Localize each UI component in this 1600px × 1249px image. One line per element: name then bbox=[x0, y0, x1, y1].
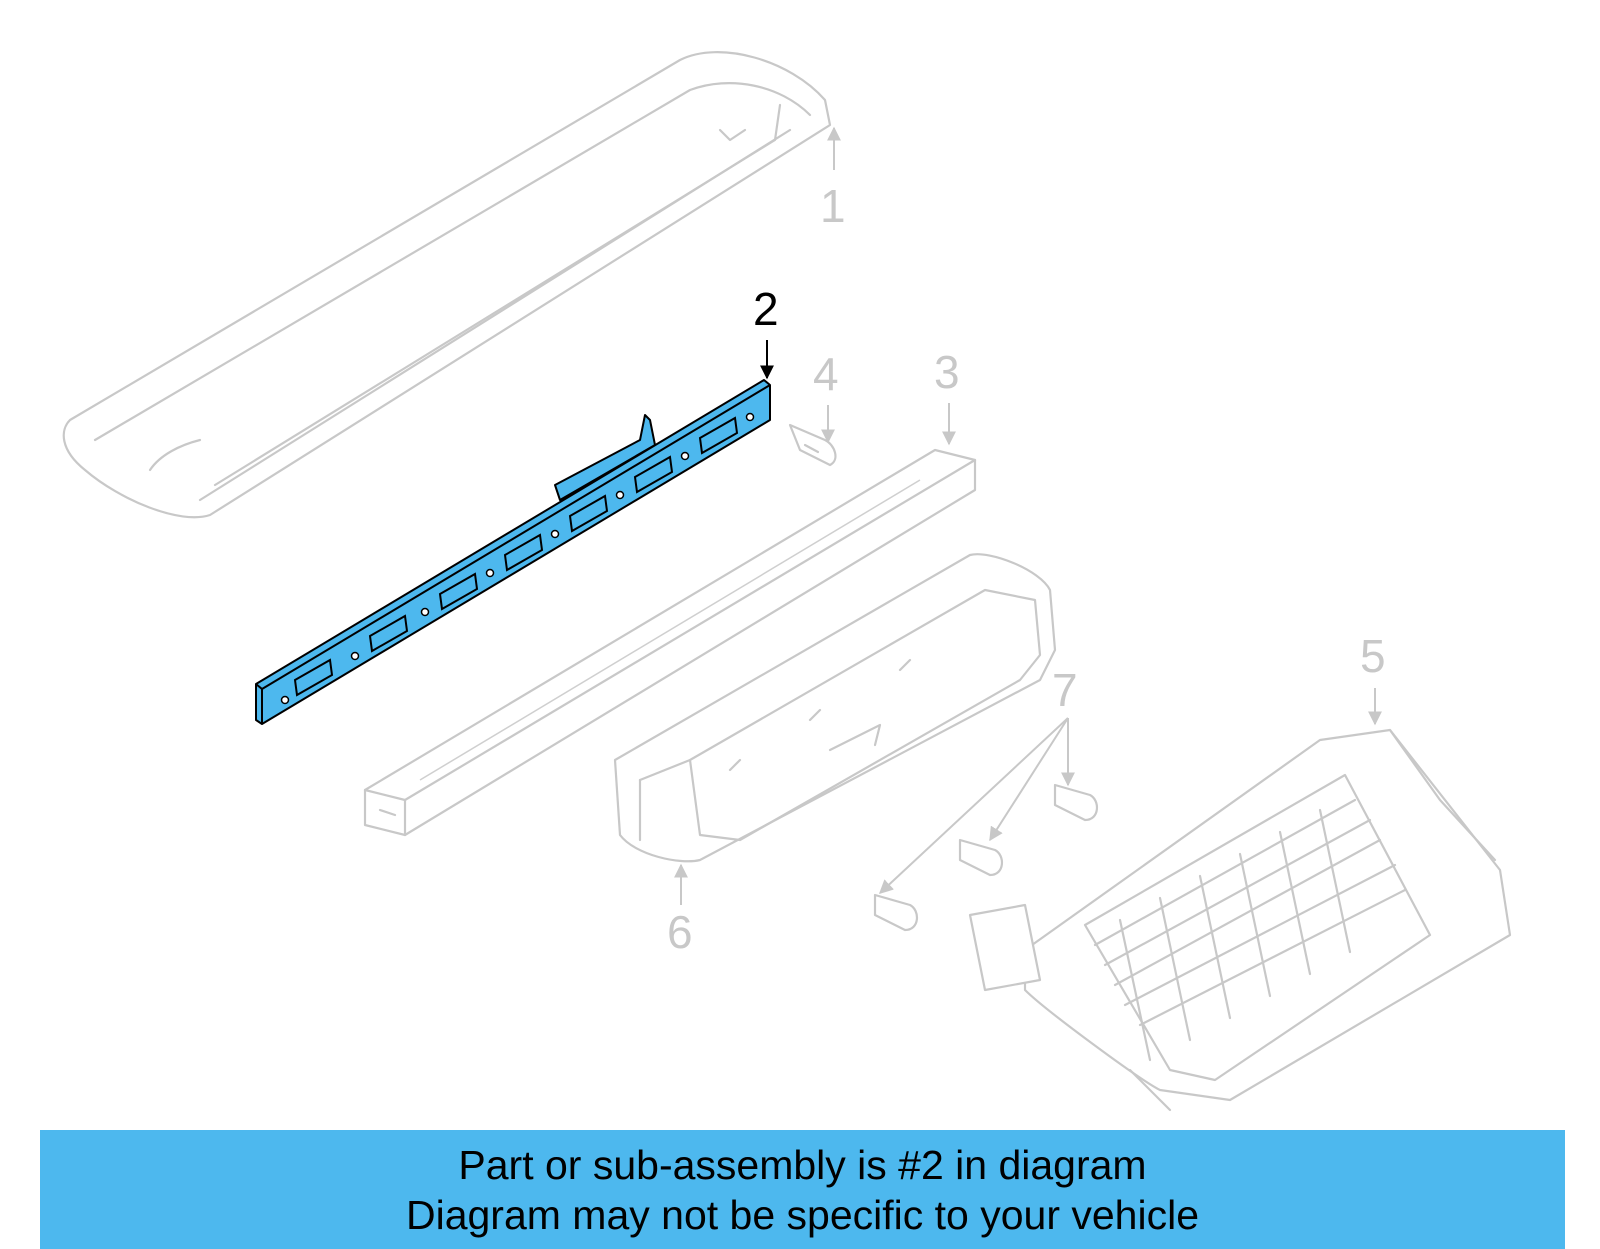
callout-2: 2 bbox=[753, 283, 779, 335]
callout-3: 3 bbox=[934, 346, 960, 398]
info-banner: Part or sub-assembly is #2 in diagram Di… bbox=[40, 1130, 1565, 1249]
part-1-cover bbox=[62, 51, 832, 519]
callout-1: 1 bbox=[820, 180, 846, 232]
part-6-housing bbox=[613, 553, 1057, 863]
callout-5: 5 bbox=[1360, 630, 1386, 682]
callout-7: 7 bbox=[1052, 664, 1078, 716]
part-3-bar bbox=[363, 448, 977, 837]
part-2-bracket-highlighted bbox=[255, 379, 771, 725]
part-5-lens bbox=[968, 728, 1512, 1112]
callout-4: 4 bbox=[813, 348, 839, 400]
banner-line-1: Part or sub-assembly is #2 in diagram bbox=[458, 1141, 1147, 1188]
banner-line-2: Diagram may not be specific to your vehi… bbox=[405, 1191, 1199, 1238]
leader-lines bbox=[674, 126, 1382, 905]
part-7-bulbs bbox=[873, 783, 1098, 932]
callout-6: 6 bbox=[667, 906, 693, 958]
